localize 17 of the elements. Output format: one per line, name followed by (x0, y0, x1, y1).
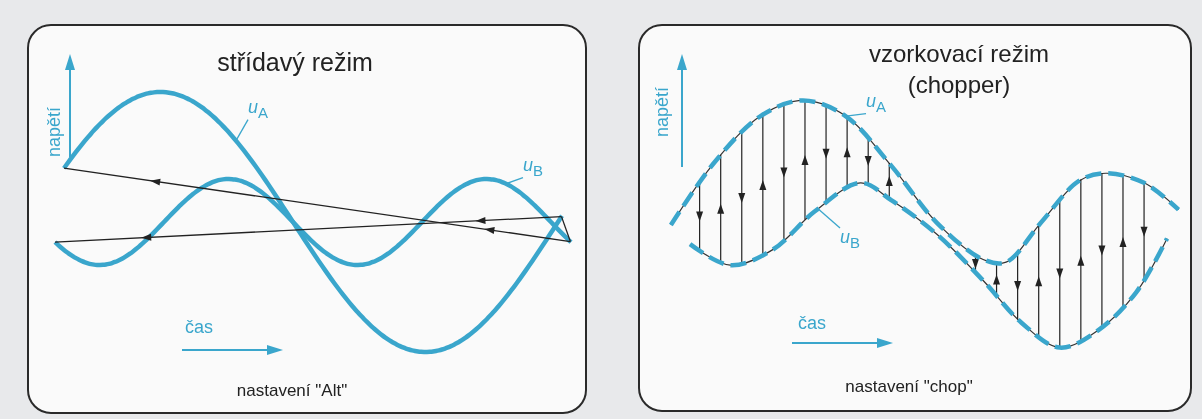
curve-label: u$_{A}$ (248, 98, 269, 120)
curve-label: u$_{A}$ (866, 92, 887, 114)
axis-label: čas (185, 318, 213, 336)
leader-line (817, 208, 841, 229)
axis-label: napětí (653, 87, 671, 137)
axis-label: napětí (45, 107, 63, 157)
curve-label: u$_{B}$ (523, 156, 544, 178)
panel-card (638, 24, 1192, 412)
panel-card (27, 24, 587, 414)
leader-line (845, 112, 867, 117)
axis-label: čas (798, 314, 826, 332)
panel-caption: nastavení "Alt" (235, 380, 349, 402)
leader-line (505, 176, 524, 185)
leader-line (235, 118, 249, 142)
panel-title: střídavý režim (216, 47, 374, 78)
panel-caption: nastavení "chop" (844, 376, 974, 398)
curve-label: u$_{B}$ (840, 228, 861, 250)
